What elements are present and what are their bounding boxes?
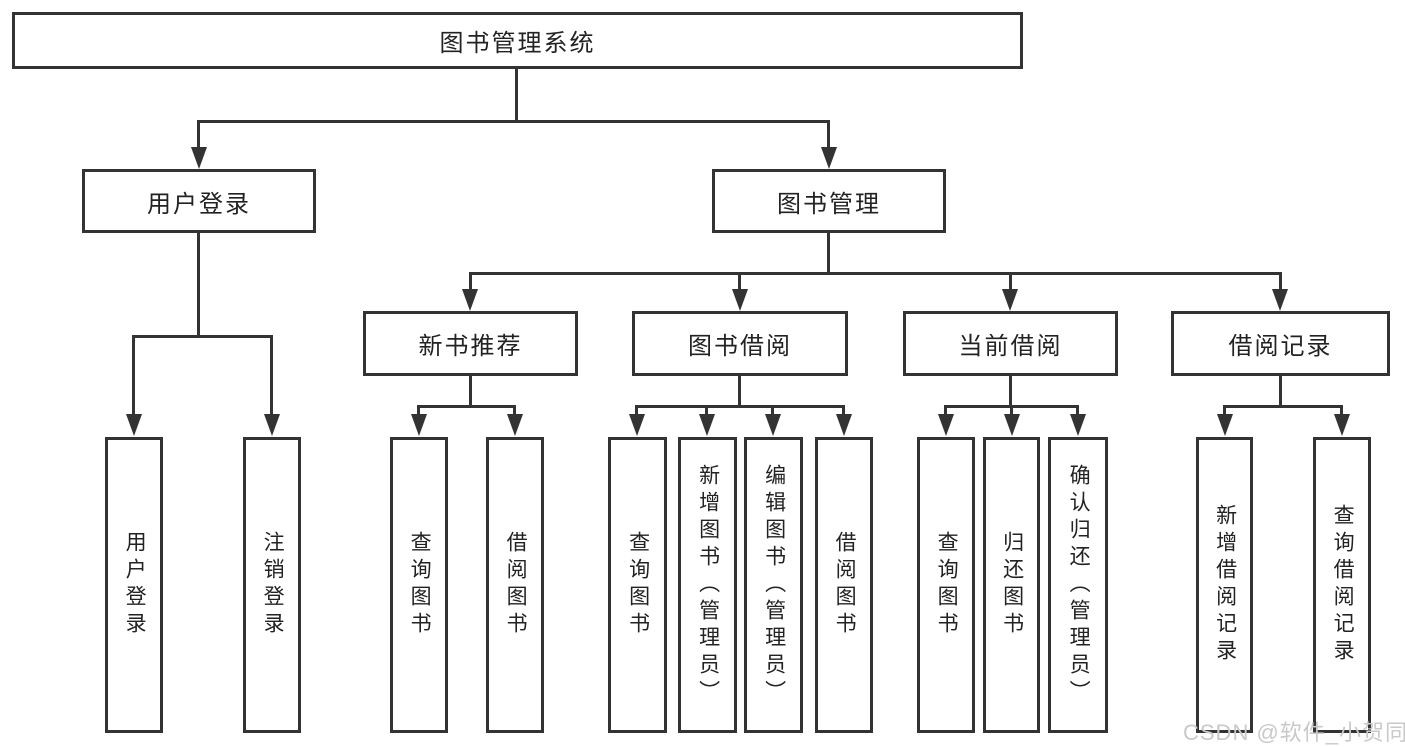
leaf-borrow-book-2-label: 借阅图书 [833,531,857,639]
connector-borrow-records-stem [1279,272,1282,291]
arrow-down-icon [765,414,781,436]
leaf-query-book-1: 查询图书 [390,437,448,733]
node-book-mgmt: 图书管理 [712,169,946,233]
arrow-down-icon [699,414,715,436]
connector-level2-bus [197,120,830,123]
arrow-down-icon [836,414,852,436]
connector-current-borrow-stem [1009,272,1012,291]
connector-leaf-stem [132,337,135,416]
connector-book-borrow-drop [738,376,741,408]
connector-book-borrow-stem [738,272,741,291]
node-book-borrow-label: 图书借阅 [688,333,792,360]
connector-book-borrow-bus [635,405,845,408]
node-root-label: 图书管理系统 [439,30,596,57]
connector-leaf-stem [944,407,947,418]
connector-new-book-rec-bus [417,405,516,408]
node-user-login: 用户登录 [82,169,316,233]
connector-leaf-stem [270,337,273,416]
connector-book-mgmt-drop [827,233,830,275]
node-current-borrow: 当前借阅 [903,311,1118,376]
leaf-query-record: 查询借阅记录 [1313,437,1371,733]
connector-current-borrow-bus [944,405,1079,408]
arrow-down-icon [1002,289,1018,311]
leaf-logout-label: 注销登录 [261,531,285,639]
leaf-user-login-label: 用户登录 [123,531,147,639]
arrow-down-icon [191,147,207,169]
node-current-borrow-label: 当前借阅 [958,333,1063,360]
leaf-return-book-label: 归还图书 [1000,531,1024,639]
node-borrow-records-label: 借阅记录 [1228,333,1333,360]
leaf-query-book-1-label: 查询图书 [408,531,432,639]
arrow-down-icon [462,289,478,311]
node-borrow-records: 借阅记录 [1171,311,1390,376]
node-book-mgmt-label: 图书管理 [777,190,881,218]
arrow-down-icon [1004,414,1020,436]
connector-user-login-bus [132,335,273,338]
connector-user-login-stem [197,120,200,149]
connector-leaf-stem [1223,407,1226,418]
leaf-confirm-return-label: 确认归还（管理员） [1067,463,1091,707]
arrow-down-icon [1334,414,1350,436]
leaf-query-book-3-label: 查询图书 [935,531,959,639]
node-new-book-rec-label: 新书推荐 [418,333,523,360]
arrow-down-icon [126,414,142,436]
connector-user-login-drop [197,233,200,337]
connector-borrow-records-bus [1223,405,1343,408]
leaf-add-book: 新增图书（管理员） [678,437,737,733]
leaf-add-record-label: 新增借阅记录 [1213,504,1237,666]
connector-leaf-stem [513,407,516,418]
arrow-down-icon [629,414,645,436]
leaf-return-book: 归还图书 [983,437,1040,733]
node-root: 图书管理系统 [12,12,1023,69]
connector-book-mgmt-stem [827,120,830,149]
connector-leaf-stem [771,407,774,418]
arrow-down-icon [821,147,837,169]
leaf-add-record: 新增借阅记录 [1196,437,1253,733]
arrow-down-icon [1217,414,1233,436]
connector-current-borrow-drop [1009,376,1012,408]
leaf-add-book-label: 新增图书（管理员） [696,463,720,707]
node-book-borrow: 图书借阅 [632,311,848,376]
connector-leaf-stem [705,407,708,418]
leaf-edit-book: 编辑图书（管理员） [744,437,803,733]
arrow-down-icon [1070,414,1086,436]
arrow-down-icon [1272,289,1288,311]
leaf-query-book-3: 查询图书 [917,437,975,733]
leaf-user-login: 用户登录 [105,437,163,733]
connector-root-stub [515,69,518,120]
connector-leaf-stem [842,407,845,418]
leaf-edit-book-label: 编辑图书（管理员） [762,463,786,707]
connector-leaf-stem [1340,407,1343,418]
leaf-borrow-book-1: 借阅图书 [486,437,544,733]
connector-leaf-stem [635,407,638,418]
leaf-query-book-2-label: 查询图书 [626,531,650,639]
connector-new-book-rec-stem [469,272,472,291]
leaf-confirm-return: 确认归还（管理员） [1048,437,1108,733]
connector-level3-bus [469,272,1282,275]
connector-borrow-records-drop [1279,376,1282,408]
connector-leaf-stem [1010,407,1013,418]
leaf-logout: 注销登录 [243,437,301,733]
csdn-watermark: CSDN @软件_小贺同学 [1183,720,1405,745]
arrow-down-icon [938,414,954,436]
arrow-down-icon [411,414,427,436]
leaf-borrow-book-1-label: 借阅图书 [504,531,528,639]
arrow-down-icon [264,414,280,436]
node-user-login-label: 用户登录 [147,190,251,218]
leaf-query-record-label: 查询借阅记录 [1331,504,1355,666]
connector-leaf-stem [417,407,420,418]
leaf-borrow-book-2: 借阅图书 [815,437,873,733]
arrow-down-icon [507,414,523,436]
connector-new-book-rec-drop [469,376,472,408]
leaf-query-book-2: 查询图书 [608,437,667,733]
connector-leaf-stem [1076,407,1079,418]
node-new-book-rec: 新书推荐 [363,311,578,376]
arrow-down-icon [732,289,748,311]
